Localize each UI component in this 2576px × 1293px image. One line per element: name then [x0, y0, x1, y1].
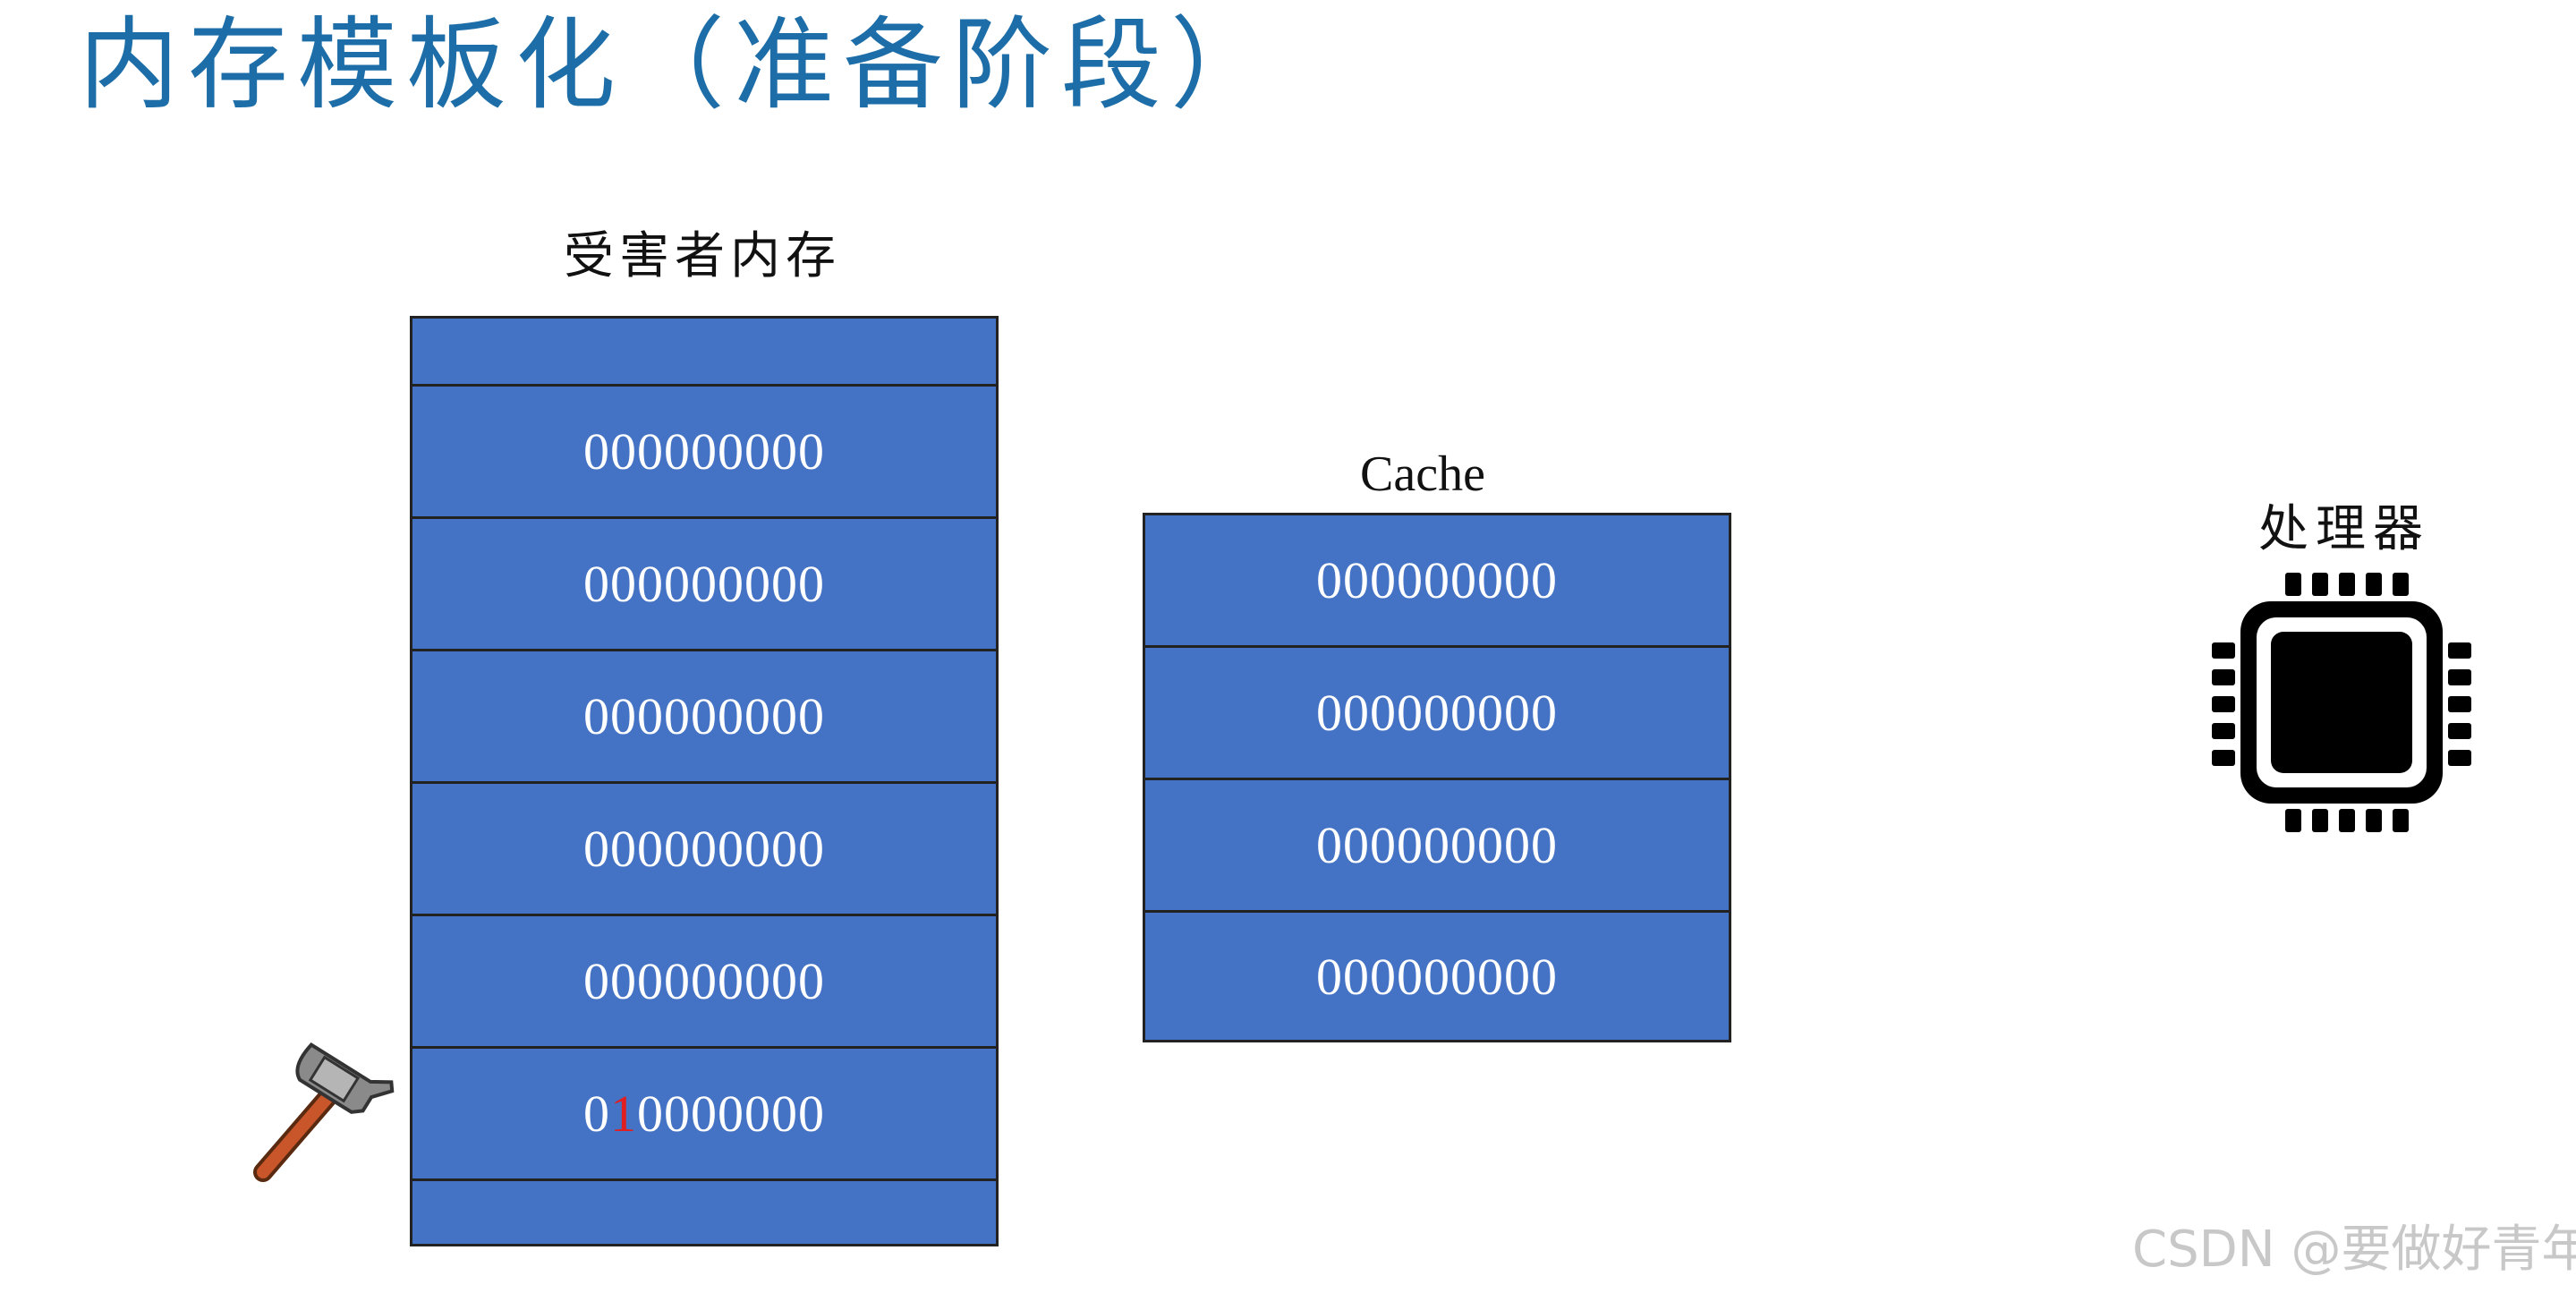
processor-label: 处理器: [2258, 500, 2430, 558]
victim-memory-row: 000000000: [412, 516, 996, 649]
flipped-row-prefix: 0: [583, 1085, 610, 1143]
cache-stack: 000000000 000000000 000000000 000000000: [1143, 513, 1731, 1042]
victim-memory-top-edge: [412, 316, 996, 384]
flipped-bit: 1: [610, 1085, 637, 1143]
victim-memory-bottom-edge: [412, 1178, 996, 1246]
watermark: CSDN @要做好青年: [2132, 1221, 2576, 1279]
cpu-chip-icon: [2212, 573, 2471, 832]
victim-memory-row: 000000000: [412, 781, 996, 914]
victim-memory-row: 000000000: [412, 914, 996, 1046]
hammer-icon: [253, 1042, 395, 1182]
victim-memory-row: 000000000: [412, 649, 996, 781]
victim-memory-stack: 000000000 000000000 000000000 000000000 …: [410, 316, 999, 1246]
flipped-row-suffix: 0000000: [637, 1085, 825, 1143]
slide-title: 内存模板化（准备阶段）: [79, 7, 1279, 123]
victim-memory-row: 000000000: [412, 384, 996, 516]
cache-row: 000000000: [1145, 910, 1729, 1042]
cache-row: 000000000: [1145, 513, 1729, 645]
victim-memory-label: 受害者内存: [564, 227, 841, 285]
cache-row: 000000000: [1145, 778, 1729, 910]
cache-row: 000000000: [1145, 645, 1729, 778]
cache-label: Cache: [1360, 447, 1485, 502]
